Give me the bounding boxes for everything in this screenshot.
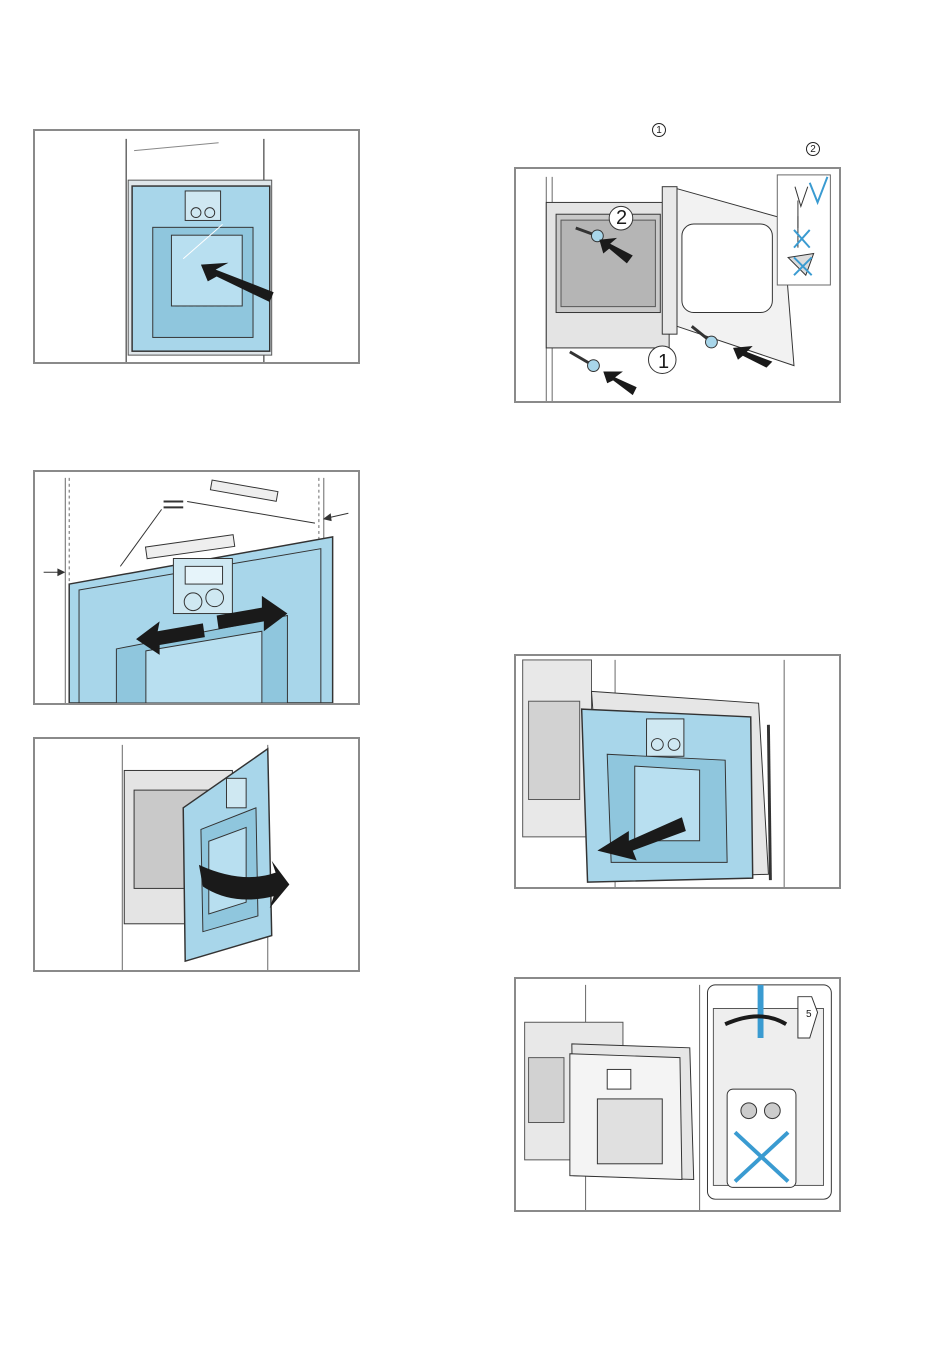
open-door-illustration: [35, 739, 358, 970]
insert-oven-illustration: [35, 131, 358, 362]
figure-insert-oven: [33, 129, 360, 364]
align-oven-illustration: [35, 472, 358, 703]
callout-2: 2: [616, 207, 627, 230]
size-label: 5: [806, 1009, 812, 1020]
arrow-icon-1a: [603, 372, 636, 396]
remove-door-illustration: [516, 656, 839, 887]
figure-remove-door: [514, 654, 841, 889]
figure-fasten-screws: 2 1: [514, 167, 841, 403]
callout-1: 1: [658, 351, 669, 374]
adjust-screws-illustration: [516, 979, 839, 1210]
reference-marker-2: 2: [806, 142, 820, 156]
figure-align-oven: [33, 470, 360, 705]
figure-open-door: [33, 737, 360, 972]
figure-adjust-screws: 5: [514, 977, 841, 1212]
reference-marker-1: 1: [652, 123, 666, 137]
fasten-screws-illustration: [516, 169, 839, 401]
